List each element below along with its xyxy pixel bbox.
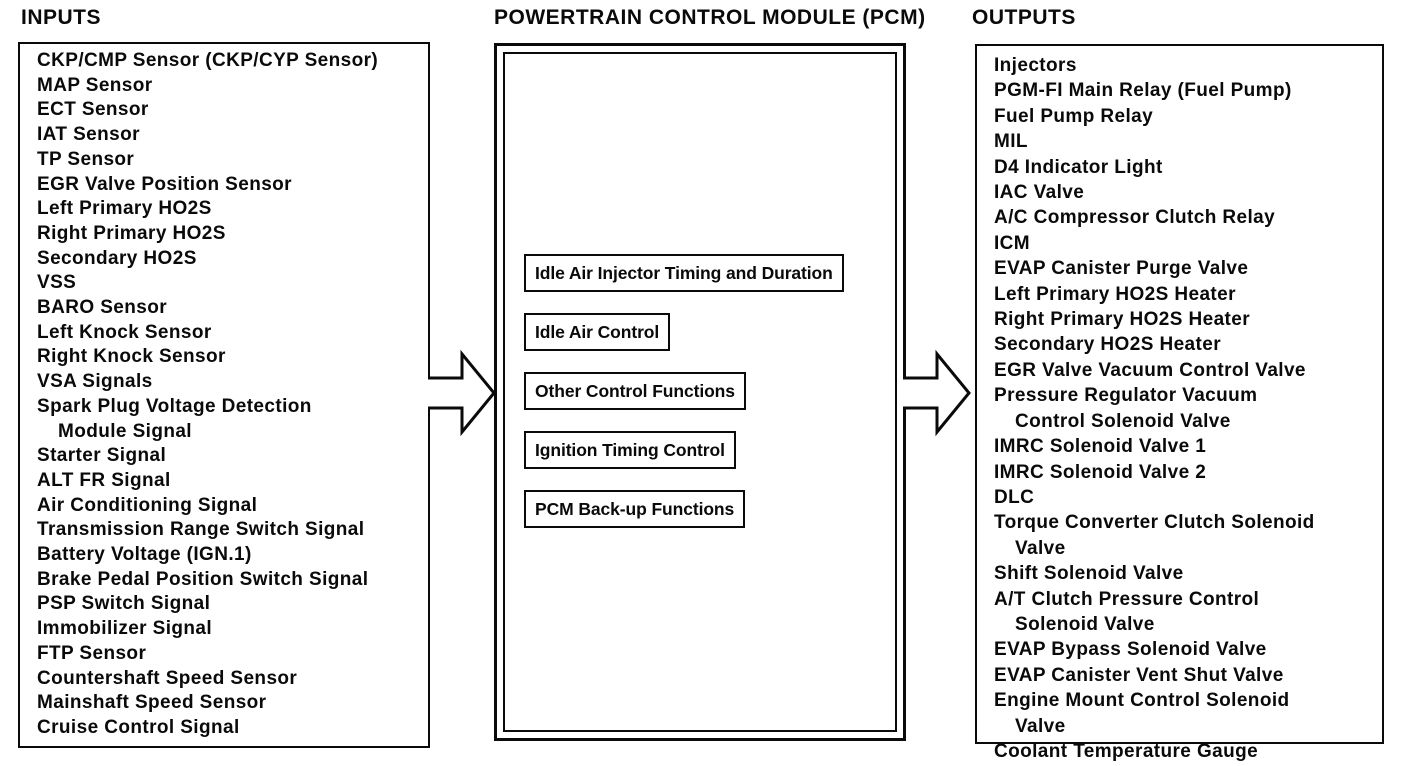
inputs-to-pcm-arrow-icon — [428, 349, 496, 437]
pcm-function-box: Other Control Functions — [524, 372, 746, 410]
input-signal-item: FTP Sensor — [37, 642, 147, 664]
input-signal-item: TP Sensor — [37, 148, 135, 170]
input-signal-item: VSS — [37, 272, 77, 294]
output-device-item: Engine Mount Control Solenoid Valve — [994, 690, 1290, 737]
input-signal-item: Secondary HO2S — [37, 247, 197, 269]
output-device-item: MIL — [994, 131, 1028, 153]
output-device-item: Left Primary HO2S Heater — [994, 283, 1236, 305]
output-device-item: A/C Compressor Clutch Relay — [994, 207, 1276, 229]
input-signal-item: VSA Signals — [37, 371, 153, 393]
input-signal-item: Cruise Control Signal — [37, 716, 240, 738]
input-signal-item: Mainshaft Speed Sensor — [37, 692, 267, 714]
output-device-item: Injectors — [994, 55, 1077, 76]
input-signal-item: IAT Sensor — [37, 124, 140, 146]
output-device-item: PGM-FI Main Relay (Fuel Pump) — [994, 80, 1292, 102]
output-device-item: EGR Valve Vacuum Control Valve — [994, 359, 1306, 381]
input-signal-item: Brake Pedal Position Switch Signal — [37, 568, 369, 590]
input-signal-item: Immobilizer Signal — [37, 618, 213, 640]
input-signal-item: Air Conditioning Signal — [37, 494, 258, 516]
input-signal-item: ECT Sensor — [37, 99, 149, 121]
input-signal-item: ALT FR Signal — [37, 469, 171, 491]
output-device-item: IAC Valve — [994, 182, 1085, 204]
pcm-function-box: Ignition Timing Control — [524, 431, 736, 469]
input-signal-item: CKP/CMP Sensor (CKP/CYP Sensor) — [37, 50, 379, 71]
output-device-item: Right Primary HO2S Heater — [994, 309, 1251, 331]
pcm-function-box: Idle Air Control — [524, 313, 671, 351]
pcm-heading: POWERTRAIN CONTROL MODULE (PCM) — [494, 6, 926, 29]
input-signal-item: BARO Sensor — [37, 297, 168, 319]
input-signal-item: Starter Signal — [37, 445, 167, 467]
input-signal-item: Left Knock Sensor — [37, 321, 212, 343]
inputs-box: CKP/CMP Sensor (CKP/CYP Sensor) MAP Senso… — [18, 42, 430, 748]
pcm-to-outputs-arrow-icon — [903, 349, 971, 437]
pcm-function-box: PCM Back-up Functions — [524, 490, 746, 528]
output-device-item: IMRC Solenoid Valve 2 — [994, 461, 1207, 483]
input-signal-item: Left Primary HO2S — [37, 198, 212, 220]
input-signal-item: Right Knock Sensor — [37, 346, 226, 368]
output-device-item: Pressure Regulator Vacuum Control Soleno… — [994, 385, 1258, 432]
input-signal-item: MAP Sensor — [37, 74, 153, 96]
input-signal-item: PSP Switch Signal — [37, 593, 211, 615]
output-device-item: Shift Solenoid Valve — [994, 563, 1184, 585]
inputs-heading: INPUTS — [21, 6, 102, 29]
output-device-item: EVAP Bypass Solenoid Valve — [994, 639, 1267, 661]
output-device-item: A/T Clutch Pressure Control Solenoid Val… — [994, 588, 1260, 635]
outputs-heading: OUTPUTS — [972, 6, 1076, 29]
output-device-item: Coolant Temperature Gauge — [994, 740, 1259, 762]
output-device-item: D4 Indicator Light — [994, 156, 1163, 178]
input-signal-item: Right Primary HO2S — [37, 222, 226, 244]
output-device-item: DLC — [994, 486, 1035, 508]
output-device-item: ICM — [994, 232, 1031, 254]
input-signal-item: Spark Plug Voltage Detection Module Sign… — [37, 395, 312, 442]
output-device-item: EVAP Canister Purge Valve — [994, 258, 1249, 280]
output-device-item: Torque Converter Clutch Solenoid Valve — [994, 512, 1315, 559]
inputs-list: CKP/CMP Sensor (CKP/CYP Sensor) MAP Senso… — [37, 49, 424, 741]
pcm-function-box: Idle Air Injector Timing and Duration — [524, 254, 844, 292]
output-device-item: Fuel Pump Relay — [994, 105, 1154, 127]
input-signal-item: Transmission Range Switch Signal — [37, 519, 365, 541]
output-device-item: IMRC Solenoid Valve 1 — [994, 436, 1207, 458]
output-device-item: EVAP Canister Vent Shut Valve — [994, 664, 1284, 686]
output-device-item: Secondary HO2S Heater — [994, 334, 1221, 356]
input-signal-item: EGR Valve Position Sensor — [37, 173, 292, 195]
input-signal-item: Battery Voltage (IGN.1) — [37, 544, 252, 566]
input-signal-item: Countershaft Speed Sensor — [37, 667, 298, 689]
